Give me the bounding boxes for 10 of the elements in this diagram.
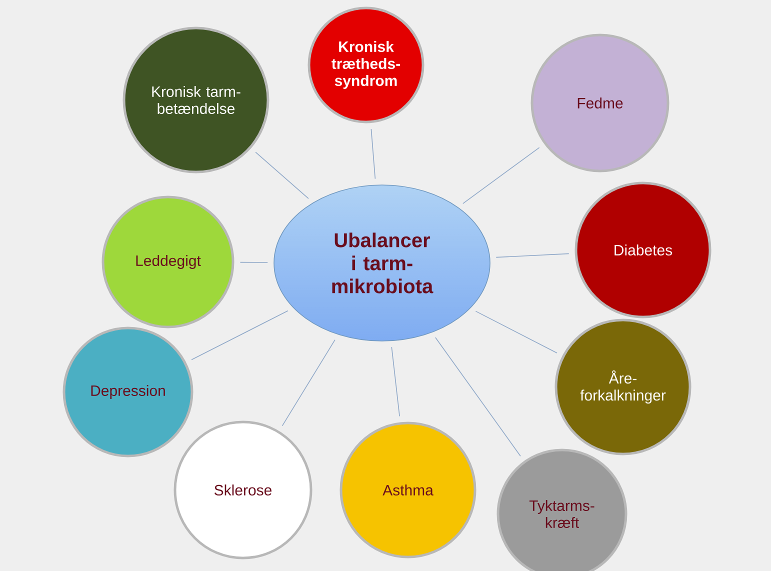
connector-line: [240, 262, 268, 263]
connector-line: [391, 346, 400, 417]
connector-line: [462, 147, 540, 204]
connector-line: [282, 339, 336, 426]
connector-line: [370, 128, 376, 180]
connector-line: [191, 310, 288, 360]
connector-line: [475, 310, 558, 354]
connector-line: [435, 337, 521, 456]
connector-line: [255, 152, 309, 199]
connector-line: [496, 253, 570, 258]
